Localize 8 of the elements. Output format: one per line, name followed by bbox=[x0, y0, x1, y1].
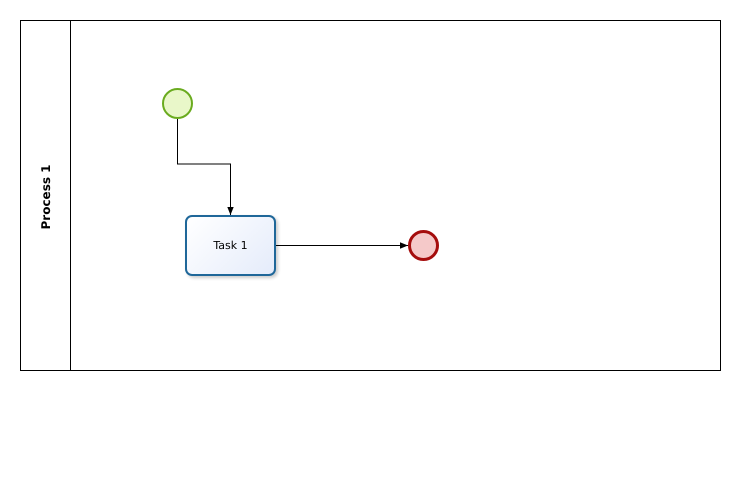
task-label: Task 1 bbox=[213, 239, 248, 252]
end-event-circle bbox=[408, 230, 439, 261]
sequence-flow-arrow bbox=[276, 242, 408, 249]
task-box bbox=[185, 215, 276, 276]
start-event-circle bbox=[162, 88, 193, 119]
pool bbox=[20, 20, 721, 371]
sequence-flow-arrow bbox=[177, 118, 234, 216]
pool-label: Process 1 bbox=[39, 164, 53, 230]
